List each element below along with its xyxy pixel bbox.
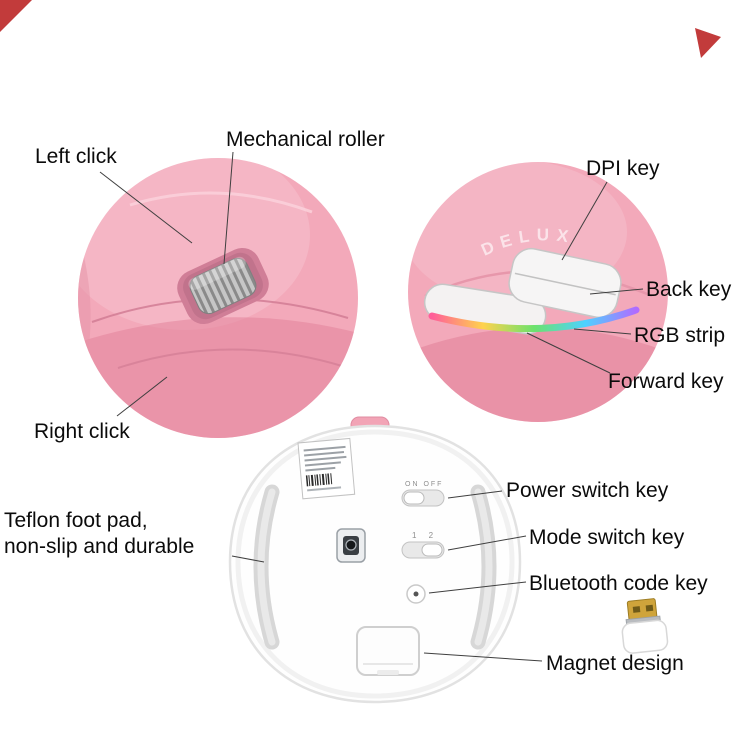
rgb-strip-label: RGB strip — [634, 324, 726, 347]
mode-switch-marking: 1 2 — [412, 531, 438, 540]
callout-line-bluetooth — [428, 581, 527, 594]
right-click-label: Right click — [34, 420, 130, 443]
back-key-seam — [514, 272, 616, 296]
mouse-top-view — [78, 158, 358, 438]
bluetooth-code-key-label: Bluetooth code key — [529, 572, 708, 595]
corner-triangle-top-left — [0, 0, 32, 32]
teflon-foot-pad-label-line2: non-slip and durable — [4, 535, 195, 558]
mouse-bottom-view: ON OFF 1 2 — [228, 416, 522, 704]
usb-dongle-body — [621, 619, 669, 654]
bottom-shell-rim — [235, 429, 515, 699]
teflon-foot-pad-label: Teflon foot pad, non-slip and durable — [4, 508, 194, 560]
rgb-strip — [428, 306, 640, 333]
callout-line-power-switch — [447, 490, 503, 499]
forward-key-label: Forward key — [608, 370, 724, 393]
optical-sensor — [336, 528, 366, 563]
barcode — [305, 473, 333, 487]
mode-switch[interactable] — [401, 541, 445, 559]
bluetooth-code-button[interactable] — [406, 584, 426, 604]
usb-dongle — [621, 598, 669, 654]
teflon-foot-pad-label-line1: Teflon foot pad, — [4, 509, 148, 532]
callout-line-magnet — [423, 652, 543, 662]
left-click-label: Left click — [35, 145, 117, 168]
back-key-label: Back key — [646, 278, 732, 301]
callout-line-forward-key — [526, 332, 611, 374]
mechanical-roller-label: Mechanical roller — [226, 128, 385, 151]
teflon-pad-right-highlight — [474, 488, 493, 646]
dpi-key — [508, 247, 622, 319]
scroll-wheel — [177, 247, 269, 325]
callout-line-back-key — [589, 288, 644, 295]
dpi-back-key-cluster — [508, 247, 622, 319]
callout-line-mode-switch — [447, 535, 527, 551]
spec-sticker — [297, 437, 356, 500]
dpi-key-label: DPI key — [586, 157, 660, 180]
teflon-pad-left-highlight — [257, 488, 276, 646]
callout-line-right-click — [116, 376, 168, 417]
callout-line-left-click — [99, 171, 193, 244]
callout-line-rgb-strip — [573, 328, 632, 335]
power-switch[interactable] — [401, 489, 445, 507]
power-switch-key-label: Power switch key — [506, 479, 669, 502]
power-switch-marking: ON OFF — [405, 481, 443, 488]
mouse-side-view: DELUX — [408, 162, 668, 422]
callout-lines — [99, 151, 644, 662]
magnet-design-label: Magnet design — [546, 652, 684, 675]
corner-triangle-top-right — [695, 28, 721, 58]
mode-switch-key-label: Mode switch key — [529, 526, 685, 549]
callout-line-teflon-pad — [231, 555, 265, 563]
magnet-slot — [356, 626, 420, 676]
callout-line-dpi-key — [561, 181, 608, 261]
callout-line-mechanical-roller — [223, 151, 234, 265]
